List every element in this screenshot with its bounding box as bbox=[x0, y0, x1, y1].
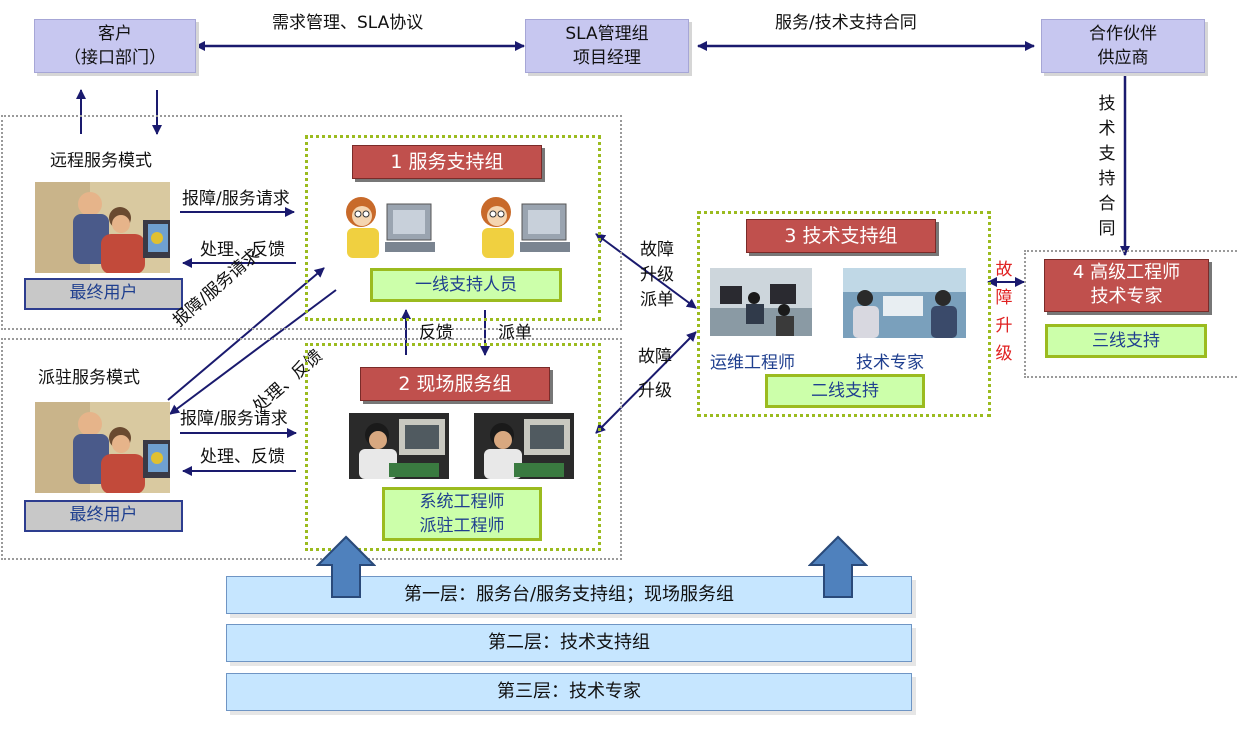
link-customer-sla-label: 需求管理、SLA协议 bbox=[272, 13, 424, 33]
tier-2-bar: 第二层：技术支持组 bbox=[226, 624, 912, 662]
tech-expert-label: 技术专家 bbox=[856, 353, 924, 373]
group3-title: 3 技术支持组 bbox=[746, 219, 936, 253]
arrow-diag-feedback bbox=[169, 289, 337, 415]
arrow-escalate-1-3 bbox=[595, 233, 697, 309]
group3-region bbox=[697, 211, 991, 417]
up-arrow-icon bbox=[808, 535, 868, 598]
remote-end-user-label: 最终用户 bbox=[24, 278, 183, 310]
escalation-3-4-label: 故障升级 bbox=[995, 260, 1013, 364]
group4-title-line1: 4 高级工程师 bbox=[1072, 262, 1181, 283]
customer-sublabel: （接口部门） bbox=[64, 48, 166, 68]
field-engineer-photo bbox=[349, 413, 449, 479]
onsite-request-label: 报障/服务请求 bbox=[180, 409, 288, 429]
end-user-photo bbox=[35, 182, 170, 273]
onsite-service-region bbox=[1, 338, 622, 560]
partner-box: 合作伙伴 供应商 bbox=[1041, 19, 1205, 73]
escalation-1-3-line3: 派单 bbox=[640, 290, 674, 310]
onsite-feedback-label: 处理、反馈 bbox=[200, 447, 285, 467]
end-user-photo bbox=[35, 402, 170, 493]
escalation-2-3-label: 故障 升级 bbox=[638, 340, 672, 408]
escalation-1-3-line1: 故障 bbox=[640, 240, 674, 260]
remote-feedback-label: 处理、反馈 bbox=[200, 240, 285, 260]
group2-staff-label: 系统工程师 派驻工程师 bbox=[382, 487, 542, 541]
dispatch-link-label: 派单 bbox=[498, 323, 532, 343]
onsite-end-user-label: 最终用户 bbox=[24, 500, 183, 532]
group4-title-line2: 技术专家 bbox=[1090, 286, 1163, 307]
escalation-1-3-line2: 升级 bbox=[640, 265, 674, 285]
sla-group-box: SLA管理组 项目经理 bbox=[525, 19, 689, 73]
group2-region bbox=[305, 343, 601, 551]
sla-group-sublabel: 项目经理 bbox=[573, 48, 641, 68]
ops-engineer-label: 运维工程师 bbox=[710, 353, 795, 373]
sla-group-label: SLA管理组 bbox=[565, 24, 649, 44]
group4-title: 4 高级工程师 技术专家 bbox=[1044, 259, 1209, 312]
group2-staff-line2: 派驻工程师 bbox=[419, 516, 505, 536]
partner-label: 合作伙伴 bbox=[1089, 24, 1157, 44]
group1-staff-label: 一线支持人员 bbox=[370, 268, 562, 302]
tech-expert-photo bbox=[843, 268, 966, 338]
support-agent-clipart bbox=[470, 190, 573, 260]
escalation-2-3-line1: 故障 bbox=[638, 347, 672, 367]
partner-support-contract-label: 技术支持合同 bbox=[1098, 94, 1116, 239]
onsite-mode-label: 派驻服务模式 bbox=[38, 368, 140, 388]
group1-title: 1 服务支持组 bbox=[352, 145, 542, 179]
partner-sublabel: 供应商 bbox=[1097, 48, 1149, 68]
group2-title: 2 现场服务组 bbox=[360, 367, 550, 401]
remote-mode-label: 远程服务模式 bbox=[50, 151, 152, 171]
ops-engineer-photo bbox=[710, 268, 812, 336]
group4-region bbox=[1024, 250, 1238, 378]
feedback-link-label: 反馈 bbox=[419, 323, 453, 343]
up-arrow-icon bbox=[316, 535, 376, 598]
arrow-escalate-2-3 bbox=[595, 331, 697, 434]
group3-tier-label: 二线支持 bbox=[765, 374, 925, 408]
remote-request-label: 报障/服务请求 bbox=[182, 189, 290, 209]
link-sla-partner-label: 服务/技术支持合同 bbox=[775, 13, 917, 33]
field-engineer-photo bbox=[474, 413, 574, 479]
support-agent-clipart bbox=[335, 190, 438, 260]
escalation-2-3-line2: 升级 bbox=[638, 381, 672, 401]
arrow-diag-request bbox=[167, 267, 325, 401]
customer-box: 客户 （接口部门） bbox=[34, 19, 196, 73]
group4-tier-label: 三线支持 bbox=[1045, 324, 1207, 358]
customer-label: 客户 bbox=[98, 24, 132, 44]
group1-region bbox=[305, 135, 601, 321]
group2-staff-line1: 系统工程师 bbox=[419, 492, 505, 512]
escalation-1-3-label: 故障 升级 派单 bbox=[640, 238, 674, 313]
tier-3-bar: 第三层：技术专家 bbox=[226, 673, 912, 711]
remote-service-region bbox=[1, 115, 622, 330]
